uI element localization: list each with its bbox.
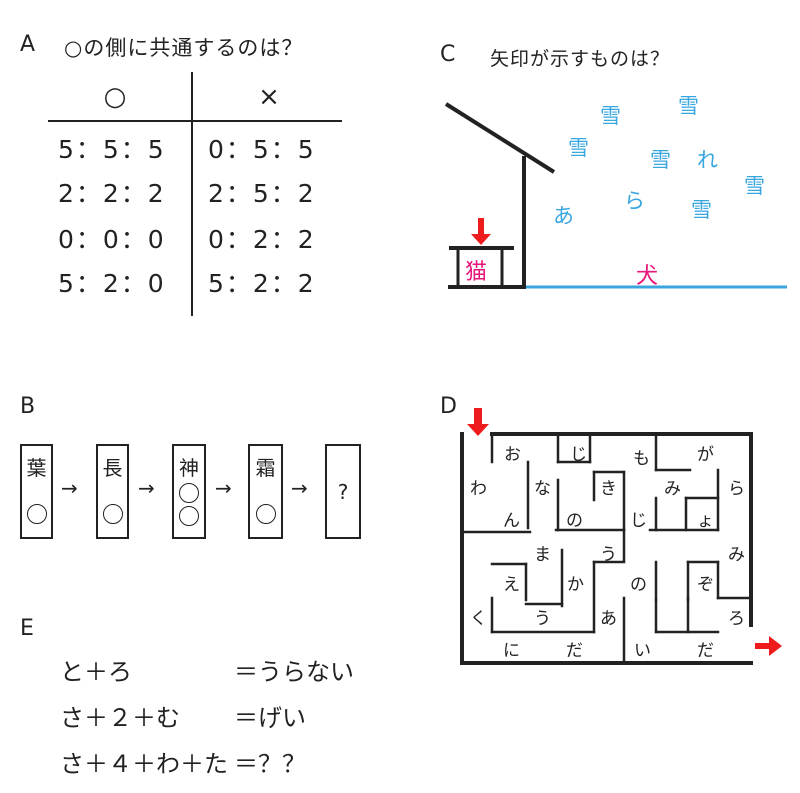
maze-char: あ: [600, 609, 617, 629]
section-d-letter: D: [440, 394, 457, 419]
arrow-right-icon: →: [291, 476, 308, 500]
table-cell-x: 2：5：2: [208, 179, 316, 208]
equation-rhs: ＝げい: [234, 704, 306, 732]
maze-char: が: [697, 445, 714, 465]
maze-char: の: [630, 575, 647, 595]
maze-char: じ: [570, 445, 587, 465]
kanji-label: 長: [102, 456, 123, 480]
red-arrow-down-icon: [467, 408, 489, 436]
kanji-box-answer: ?: [325, 444, 361, 539]
maze-char: ぞ: [697, 575, 714, 595]
cat-label: 猫: [465, 260, 488, 285]
maze-char: だ: [566, 641, 583, 661]
snow-char: 雪: [650, 148, 671, 172]
maze-char: う: [600, 545, 617, 565]
snow-char: 雪: [691, 198, 712, 222]
maze-char: う: [534, 609, 551, 629]
maze-char: か: [567, 575, 584, 595]
circle-icon: [179, 483, 199, 503]
circle-icon: [255, 504, 276, 524]
red-arrow-down-icon: [471, 218, 491, 245]
section-e-letter: E: [20, 616, 34, 641]
maze-char: じ: [630, 511, 647, 531]
red-arrow-right-icon: [755, 636, 782, 656]
maze-char: な: [534, 479, 551, 499]
table-cell-o: 2：2：2: [58, 179, 166, 208]
roof-line: [444, 102, 556, 174]
equation-lhs: さ＋４＋わ＋た: [60, 750, 228, 778]
question-mark: ?: [337, 480, 349, 504]
maze-char: み: [728, 545, 745, 565]
kanji-label: 神: [179, 456, 199, 480]
snow-char: 雪: [744, 174, 765, 198]
dog-label: 犬: [636, 264, 659, 289]
maze-char: に: [503, 641, 520, 661]
maze-char: ま: [534, 545, 551, 565]
table-cell-o: 5：2：0: [58, 269, 166, 298]
equation-lhs: と＋ろ: [60, 658, 132, 686]
maze-char: ろ: [728, 609, 745, 629]
circle-icon: [179, 506, 199, 526]
kanji-box-2: 長: [96, 444, 129, 539]
table-header-x: ×: [258, 82, 280, 112]
equation-lhs: さ＋２＋む: [60, 704, 180, 732]
snow-char: あ: [553, 204, 574, 228]
maze-char: み: [664, 479, 681, 499]
maze-inner-walls: [460, 432, 753, 665]
table-cell-o: 0：0：0: [58, 225, 166, 254]
kanji-box-3: 神: [172, 444, 206, 539]
circle-icon: [26, 504, 47, 524]
maze-char: え: [503, 575, 520, 595]
arrow-right-icon: →: [138, 476, 155, 500]
section-b-letter: B: [20, 394, 36, 419]
maze-char: わ: [470, 479, 487, 499]
maze-char: も: [633, 449, 650, 469]
snow-char: 雪: [600, 104, 621, 128]
kanji-box-4: 霜: [248, 444, 283, 539]
table-cell-x: 5：2：2: [208, 269, 316, 298]
kanji-label: 霜: [255, 456, 276, 480]
maze-char: だ: [697, 641, 714, 661]
section-a-question: ○の側に共通するのは？: [64, 36, 304, 60]
snow-char: れ: [697, 148, 718, 172]
maze-char: ょ: [697, 511, 714, 531]
arrow-right-icon: →: [215, 476, 232, 500]
snow-char: 雪: [568, 136, 589, 160]
maze-char: ん: [503, 511, 520, 531]
table-cell-x: 0：5：5: [208, 135, 316, 164]
snow-char: ら: [624, 189, 645, 213]
table-header-o: ○: [103, 82, 127, 112]
section-c-question: 矢印が示すものは？: [490, 48, 671, 70]
table-cell-x: 0：2：2: [208, 225, 316, 254]
maze-char: の: [566, 511, 583, 531]
equation-rhs: ＝うらない: [234, 658, 354, 686]
kanji-label: 葉: [26, 456, 47, 480]
maze-char: く: [470, 609, 487, 629]
maze-char: い: [634, 641, 651, 661]
kanji-box-1: 葉: [20, 444, 53, 539]
circle-icon: [102, 504, 123, 524]
equation-rhs: ＝？？: [234, 750, 306, 778]
section-a-letter: A: [20, 32, 36, 57]
snow-char: 雪: [678, 94, 699, 118]
table-cell-o: 5：5：5: [58, 135, 166, 164]
arrow-right-icon: →: [61, 476, 78, 500]
section-c-letter: C: [440, 42, 456, 67]
maze-char: ら: [728, 479, 745, 499]
maze-char: き: [600, 479, 617, 499]
maze-char: お: [504, 445, 521, 465]
